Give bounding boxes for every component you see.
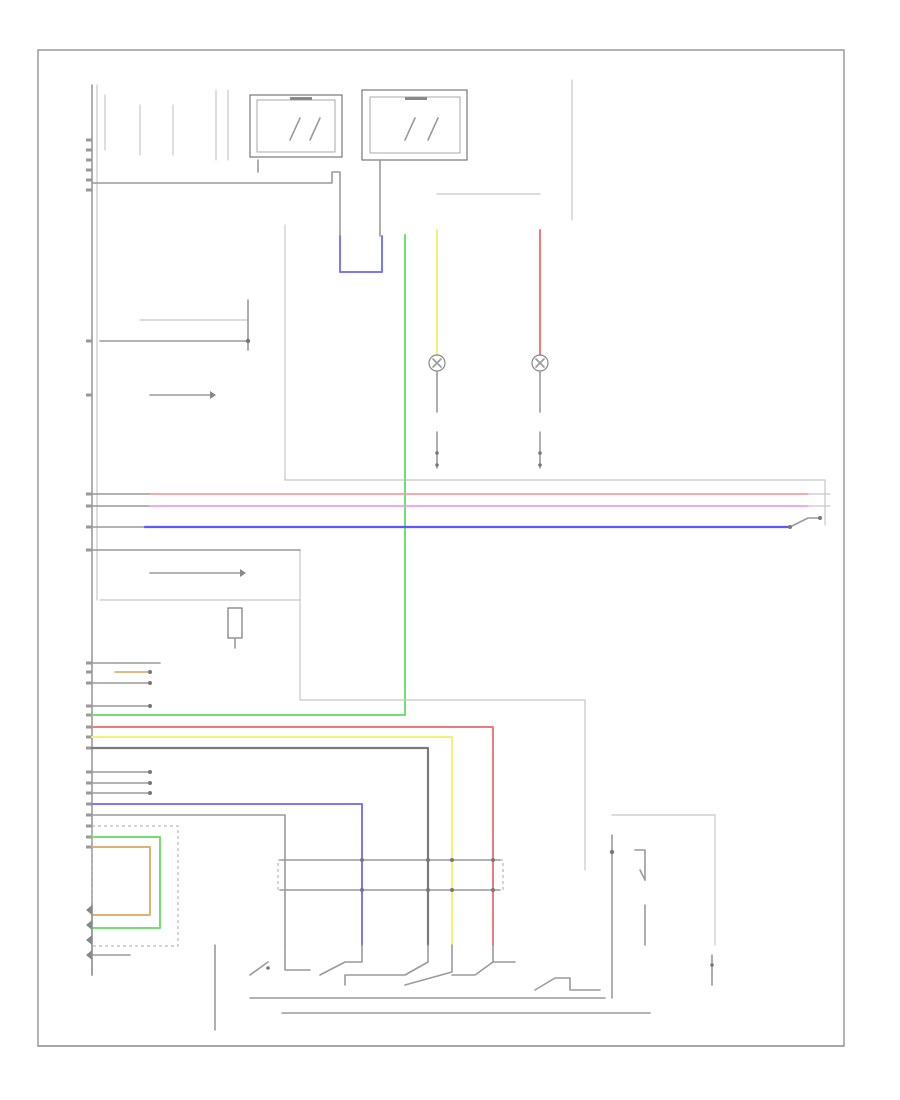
module-pin	[86, 824, 92, 828]
headlight-relay-2	[361, 89, 468, 161]
wire-relay-feed	[91, 171, 341, 237]
small-switch-module	[227, 607, 243, 649]
module-pin	[86, 813, 92, 817]
module-pin	[86, 746, 92, 750]
module-pin	[86, 393, 92, 397]
dimmer-switch-right	[788, 493, 831, 529]
wire-yellow-lightswitch	[91, 736, 453, 946]
module-pin	[86, 339, 92, 343]
left-headlight-bulb-circuit	[428, 229, 446, 469]
light-sensor-connector	[86, 904, 93, 976]
arrow-connector-lower	[149, 569, 246, 577]
ground-connector-left	[99, 299, 251, 351]
wire-dark-lightswitch	[90, 746, 430, 947]
module-pin	[86, 845, 92, 849]
sensor-wire-loop	[91, 825, 179, 947]
module-pin	[86, 188, 92, 192]
module-pin	[86, 781, 92, 785]
module-pin	[86, 713, 92, 717]
module-pin	[86, 681, 92, 685]
module-pin	[86, 770, 92, 774]
mid-connector-rows	[91, 599, 586, 871]
module-pin	[86, 725, 92, 729]
control-module-bus	[91, 84, 301, 976]
module-pin-markers	[86, 138, 92, 849]
light-control-switch-assembly	[277, 858, 504, 892]
wire-blue-lightswitch	[91, 803, 363, 946]
wire-green-main	[91, 234, 406, 716]
module-pin	[86, 158, 92, 162]
lower-connector-dots	[91, 770, 286, 946]
module-pin	[86, 525, 92, 529]
module-pin	[86, 138, 92, 142]
module-pin	[86, 661, 92, 665]
module-pin	[86, 548, 92, 552]
fuse-labels-top	[104, 79, 573, 221]
wire-red-lightswitch	[91, 726, 494, 946]
arrow-connector-mid	[149, 391, 216, 399]
module-pin	[86, 148, 92, 152]
module-pin	[86, 670, 92, 674]
module-pin	[86, 178, 92, 182]
module-pin	[86, 835, 92, 839]
switch-contacts-row	[214, 944, 651, 1031]
module-pin	[86, 802, 92, 806]
module-pin	[86, 735, 92, 739]
diagram-frame	[37, 49, 845, 1047]
module-pin	[86, 168, 92, 172]
module-pin	[86, 791, 92, 795]
right-headlight-bulb-circuit	[531, 229, 549, 469]
wire-blue-relay-loop	[339, 235, 383, 273]
right-relay-circuit	[609, 814, 716, 999]
headlight-relay-1	[249, 94, 343, 158]
module-pin	[86, 492, 92, 496]
signal-wires-upper	[91, 493, 809, 551]
module-pin	[86, 504, 92, 508]
module-pin	[86, 704, 92, 708]
